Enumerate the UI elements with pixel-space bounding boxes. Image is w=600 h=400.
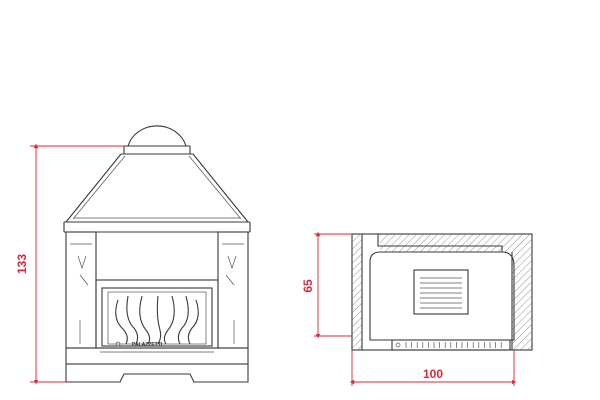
- depth-dimension-side: 100: [349, 350, 517, 386]
- depth-label-100: 100: [423, 367, 443, 381]
- side-view: 65 100: [301, 231, 533, 386]
- hood: [63, 153, 251, 233]
- base: [65, 347, 249, 383]
- combustion-chamber: [369, 234, 515, 341]
- brand-label: PALAZZETTI: [132, 342, 163, 348]
- bottom-rail: [391, 339, 511, 351]
- side-columns: [65, 231, 249, 349]
- height-dimension-side: 65: [301, 231, 352, 339]
- height-label-133: 133: [15, 254, 29, 274]
- height-label-65: 65: [301, 279, 315, 293]
- fireback-pattern: [115, 295, 199, 345]
- chimney-dome: [127, 125, 187, 147]
- vent-grille: [413, 269, 469, 315]
- front-view: PALAZZETTI 133: [15, 125, 251, 385]
- knob-icon: [115, 341, 121, 347]
- height-dimension-front: 133: [15, 143, 124, 385]
